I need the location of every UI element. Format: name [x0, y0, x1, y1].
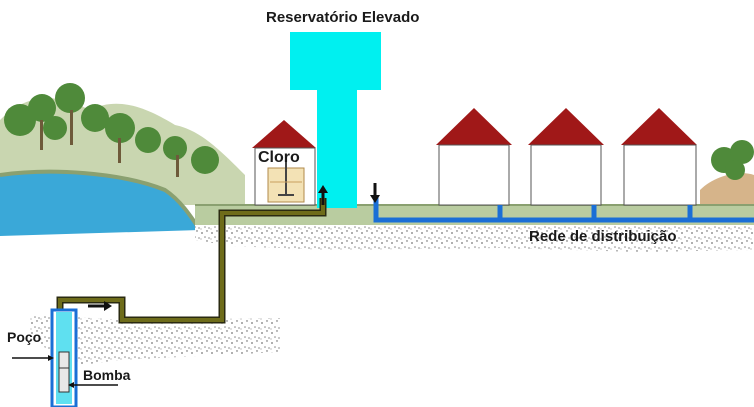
house	[436, 108, 512, 206]
house	[621, 108, 697, 206]
chlorine-house	[252, 120, 316, 206]
well	[50, 308, 78, 407]
distribution-pipe	[373, 196, 754, 223]
pump-pointer	[68, 382, 118, 388]
chlorine-label: Cloro	[258, 149, 300, 166]
tree-icon	[711, 140, 754, 180]
flow-arrow-up-icon	[318, 185, 328, 205]
lake	[0, 171, 200, 236]
flow-arrow-right-icon	[88, 301, 112, 311]
pump-label: Bomba	[83, 367, 131, 383]
diagram-title: Reservatório Elevado	[266, 9, 420, 26]
supply-pipe	[56, 198, 327, 324]
well-label: Poço	[7, 329, 42, 345]
well-pointer	[12, 355, 54, 361]
left-landscape	[0, 83, 245, 236]
distribution-network-label: Rede de distribuição	[529, 228, 677, 245]
tree-icon	[4, 83, 219, 174]
right-landscape	[700, 140, 754, 205]
elevated-reservoir	[290, 32, 381, 208]
subsoil	[195, 225, 754, 252]
flow-arrow-down-icon	[370, 183, 380, 203]
house	[528, 108, 604, 206]
underground-section	[30, 315, 280, 365]
